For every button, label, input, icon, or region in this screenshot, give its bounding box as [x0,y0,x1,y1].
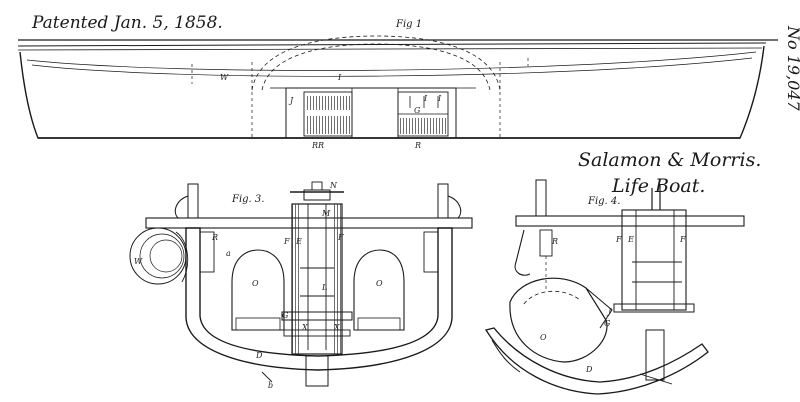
invention-title: Life Boat. [611,175,705,197]
fig4-label-f-right: F [679,235,686,244]
figure-1-side-elevation: Fig 1 W J I RR R I [17,19,778,150]
fig4-label-d: D [585,365,593,374]
fig3-label-m: M [321,209,331,218]
fig3-label-d: D [255,351,263,360]
fig3-hull-section [185,227,453,371]
figure-1-caption: Fig 1 [395,19,422,30]
fig3-label-g: G [282,311,289,320]
fig4-label-g: G [604,319,611,328]
fig1-label-i-mid: I [423,94,428,103]
fig4-label-e: E [627,235,634,244]
patent-number: No 19,047 [784,25,800,112]
figure-3-transverse-section: Fig. 3. [129,181,473,390]
fig1-hull [19,45,765,139]
fig4-label-o: O [540,333,547,342]
fig3-label-o-left: O [252,279,259,288]
figure-3-caption: Fig. 3. [231,194,264,205]
fig3-label-f-right: F [337,233,344,242]
fig1-label-rr: RR [311,141,324,150]
fig4-hull-section [484,327,709,395]
fig3-label-o-right: O [376,279,383,288]
fig3-label-w: W [134,257,143,266]
inventors-name: Salamon & Morris. [578,149,761,171]
figure-4-section: Fig. 4. E F F R J O D G [484,179,745,395]
fig3-label-x-right: X [333,323,340,332]
fig4-label-r: R [551,237,558,246]
figure-4-caption: Fig. 4. [587,196,620,207]
fig1-label-j: J [288,96,294,105]
fig4-label-j: J [606,307,612,316]
fig3-label-b: b [268,381,273,390]
fig1-label-w: W [220,73,229,82]
fig3-label-a: a [226,249,231,258]
fig1-label-g: G [414,106,421,115]
fig1-label-i-right: I [437,94,442,103]
fig1-label-r: R [414,141,421,150]
fig3-label-l: L [321,283,327,292]
fig4-label-f-left: F [615,235,622,244]
fig3-label-x-left: X [301,323,308,332]
fig3-label-n: N [329,181,338,190]
patent-date: Patented Jan. 5, 1858. [31,13,223,33]
fig3-label-r: R [211,233,218,242]
fig1-label-i-top: I [337,73,342,82]
fig3-label-f-left: F [283,237,290,246]
fig3-label-e: E [295,237,302,246]
